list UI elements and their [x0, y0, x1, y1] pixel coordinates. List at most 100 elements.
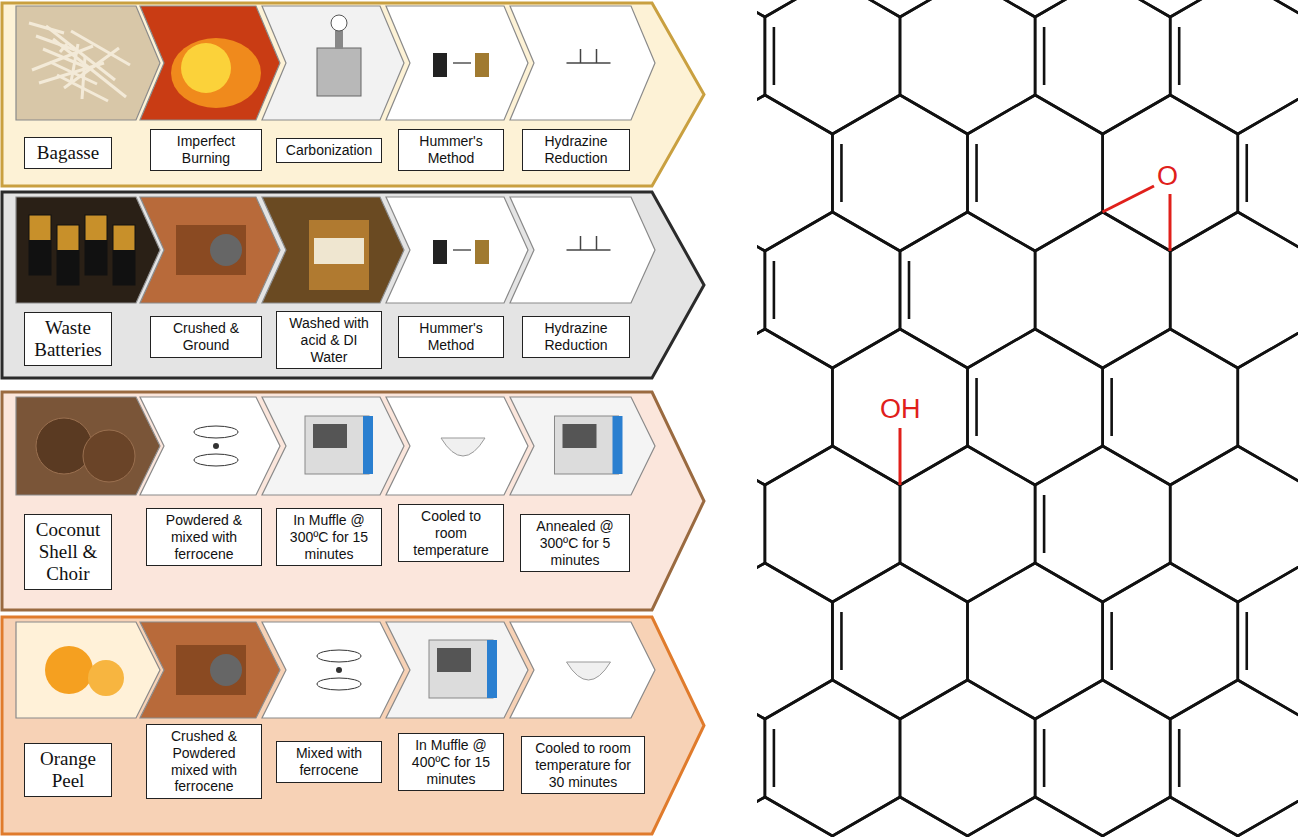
step-label: Annealed @ 300ºC for 5 minutes — [520, 514, 630, 572]
step-image — [16, 397, 160, 495]
step-chevron — [510, 397, 655, 495]
double-bond — [773, 729, 776, 787]
bottle — [309, 220, 369, 290]
battery-band — [57, 250, 79, 285]
carbon-ring — [968, 797, 1103, 837]
crusher-body — [176, 645, 246, 695]
step-label: In Muffle @ 400ºC for 15 minutes — [398, 733, 504, 791]
straw-fibre — [53, 39, 126, 97]
step-label: Hummer's Method — [398, 316, 504, 358]
step-chevron — [262, 6, 404, 120]
carbon-ring — [1103, 797, 1238, 837]
carbon-ring — [765, 212, 900, 368]
step-chevron — [510, 622, 655, 718]
image-ground — [510, 622, 655, 718]
label-text: Crushed & Ground — [156, 320, 256, 354]
step-label: Hummer's Method — [398, 129, 504, 171]
step-chevron — [16, 622, 160, 718]
label-text: In Muffle @ 400ºC for 15 minutes — [404, 737, 498, 787]
image-ground — [510, 397, 655, 495]
image-ground — [16, 197, 160, 303]
bond — [596, 236, 598, 250]
crucible — [567, 662, 611, 680]
straw-fibre — [46, 26, 115, 80]
bond — [596, 49, 598, 63]
atom-label: O — [1157, 163, 1178, 190]
battery-band — [85, 240, 107, 275]
double-bond — [840, 612, 843, 670]
step-image — [386, 397, 528, 495]
double-bond — [1178, 27, 1181, 85]
double-bond — [975, 144, 978, 202]
image-ground — [262, 6, 404, 120]
step-label: Crushed & Ground — [150, 316, 262, 358]
label-text: Mixed with ferrocene — [282, 745, 376, 779]
iron-atom — [213, 443, 219, 449]
step-chevron — [386, 397, 528, 495]
bond — [580, 49, 582, 63]
carbon-ring — [1103, 0, 1238, 17]
step-label: Cooled to room temperature — [398, 504, 504, 562]
image-ground — [16, 397, 160, 495]
double-bond — [908, 261, 911, 319]
step-image — [386, 622, 528, 718]
orange-peel — [45, 646, 93, 694]
vial — [475, 240, 489, 264]
double-bond — [1178, 729, 1181, 787]
epoxide-bond — [1169, 194, 1172, 251]
label-text: Powdered & mixed with ferrocene — [152, 512, 256, 562]
step-label: Hydrazine Reduction — [522, 129, 630, 171]
image-ground — [140, 6, 280, 120]
label-text: Waste Batteries — [29, 317, 107, 361]
label-text: Coconut Shell & Choir — [29, 519, 107, 585]
carbon-ring — [757, 797, 832, 837]
label-text: Cooled to room temperature — [404, 508, 498, 558]
double-bond — [1043, 495, 1046, 553]
label-text: Imperfect Burning — [156, 133, 256, 167]
step-image — [262, 622, 404, 718]
step-chevron — [386, 197, 528, 303]
step-label: Carbonization — [276, 138, 382, 163]
carbon-ring — [833, 0, 968, 17]
step-chevron — [140, 622, 280, 718]
carbon-ring — [757, 95, 832, 251]
double-bond — [1043, 729, 1046, 787]
arrow-line — [453, 249, 471, 251]
label-text: Cooled to room temperature for 30 minute… — [527, 740, 639, 790]
carbon-ring — [765, 446, 900, 602]
step-image — [262, 397, 404, 495]
battery-cell — [85, 215, 107, 275]
step-image — [140, 622, 280, 718]
double-bond — [1245, 612, 1248, 670]
image-ground — [386, 6, 528, 120]
carbon-ring — [1035, 680, 1170, 836]
iron-atom — [336, 667, 342, 673]
process-band — [2, 392, 704, 610]
carbon-ring — [900, 212, 1035, 368]
label-text: Crushed & Powdered mixed with ferrocene — [152, 728, 256, 795]
carbon-ring — [1103, 329, 1238, 485]
carbon-ring — [765, 680, 900, 836]
carbon-ring — [757, 563, 832, 719]
step-image — [16, 622, 160, 718]
bond — [567, 249, 611, 251]
bond — [580, 236, 582, 250]
step-label: Powdered & mixed with ferrocene — [146, 508, 262, 566]
step-chevron — [140, 197, 280, 303]
step-chevron — [510, 6, 655, 120]
step-chevron — [140, 6, 280, 120]
crusher-body — [176, 225, 246, 275]
furnace-body — [305, 416, 369, 474]
carbon-ring — [900, 446, 1035, 602]
step-image — [386, 197, 528, 303]
image-ground — [262, 197, 404, 303]
furnace-door — [563, 424, 597, 448]
step-chevron — [262, 622, 404, 718]
carbon-ring — [968, 329, 1103, 485]
gauge — [331, 15, 347, 31]
process-band — [2, 617, 704, 834]
image-ground — [262, 622, 404, 718]
vial — [475, 53, 489, 77]
step-label: Hydrazine Reduction — [522, 316, 630, 358]
crusher-wheel — [210, 234, 242, 266]
